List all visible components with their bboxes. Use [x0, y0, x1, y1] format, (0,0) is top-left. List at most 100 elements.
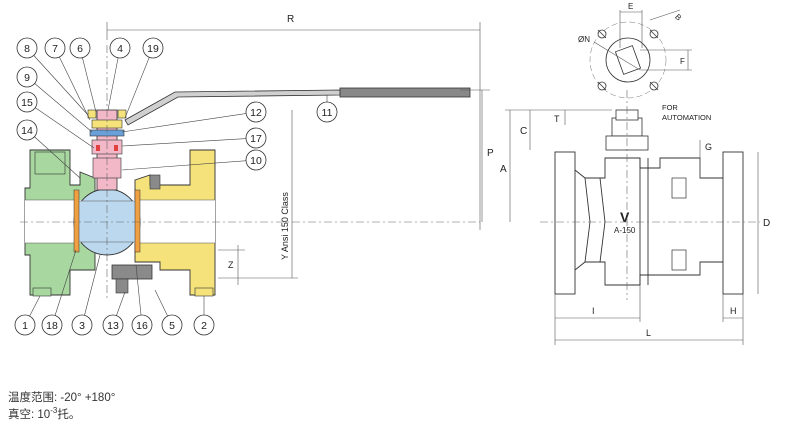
- dim-t: T: [554, 114, 560, 124]
- flange-left: [554, 151, 576, 295]
- sectional-view: [20, 45, 480, 300]
- dims-right: A C T FOR AUTOMATION G D I L H: [500, 103, 770, 345]
- balloon-number: 13: [107, 320, 119, 332]
- dim-e: E: [628, 2, 633, 11]
- callout-balloon-9: 9: [16, 66, 93, 133]
- dim-n: ØN: [578, 35, 590, 44]
- callout-balloon-8: 8: [16, 37, 89, 116]
- callout-balloon-2: 2: [193, 296, 215, 336]
- leader-line: [26, 129, 81, 179]
- vacuum-unit: 托。: [57, 409, 81, 421]
- leader-line: [51, 249, 77, 326]
- valve-rating: A-150: [614, 226, 636, 235]
- dim-l: L: [646, 328, 651, 338]
- balloon-circle: [69, 37, 91, 59]
- balloon-circle: [44, 37, 66, 59]
- leader-line: [79, 47, 97, 113]
- balloon-number: 17: [250, 133, 262, 145]
- seat-right: [134, 189, 141, 253]
- callout-balloon-14: 14: [16, 119, 81, 179]
- balloon-circle: [102, 314, 124, 336]
- vacuum-spec: 真空: 10-3托。: [8, 407, 115, 424]
- leader-line: [26, 101, 95, 149]
- balloon-number: 8: [24, 43, 30, 55]
- callout-balloon-12: 12: [121, 101, 267, 133]
- balloon-number: 9: [24, 72, 30, 84]
- balloon-number: 5: [169, 320, 175, 332]
- callout-balloon-15: 15: [16, 91, 95, 149]
- balloon-number: 12: [250, 107, 262, 119]
- automation-line1: FOR: [662, 103, 678, 112]
- balloon-number: 14: [21, 125, 33, 137]
- dim-h: H: [730, 306, 737, 316]
- balloon-circle: [71, 314, 93, 336]
- dim-r: R: [287, 14, 294, 25]
- leader-line: [124, 47, 154, 119]
- leader-line: [121, 111, 257, 133]
- leader-line: [54, 47, 91, 121]
- callout-balloon-4: 4: [107, 37, 131, 111]
- dim-f: F: [680, 57, 685, 66]
- side-view: V A-150: [540, 90, 760, 300]
- callout-balloon-11: 11: [316, 95, 338, 123]
- balloon-circle: [41, 314, 63, 336]
- temp-label: 温度范围:: [8, 392, 58, 404]
- callout-balloon-17: 17: [121, 127, 267, 149]
- vacuum-label: 真空:: [8, 409, 35, 421]
- balloon-circle: [316, 101, 338, 123]
- vacuum-exp: -3: [50, 406, 58, 416]
- balloon-number: 16: [136, 320, 148, 332]
- spec-notes: 温度范围: -20° +180° 真空: 10-3托。: [8, 390, 115, 424]
- balloon-number: 18: [46, 320, 58, 332]
- handle: [124, 89, 341, 126]
- callout-balloon-5: 5: [154, 289, 183, 336]
- balloon-circle: [16, 66, 38, 88]
- dim-y: Y Ansi 150 Class: [280, 192, 290, 260]
- bottom-bolt: [111, 264, 153, 280]
- leader-line: [107, 47, 121, 111]
- balloon-circle: [14, 314, 36, 336]
- callout-balloon-1: 1: [14, 295, 41, 336]
- balloon-number: 3: [79, 320, 85, 332]
- leader-line: [26, 76, 93, 133]
- valve-logo: V: [620, 209, 630, 225]
- leader-line: [121, 137, 257, 147]
- balloon-circle: [16, 119, 38, 141]
- balloon-number: 10: [250, 155, 262, 167]
- callout-balloon-6: 6: [69, 37, 97, 113]
- balloon-circle: [16, 37, 38, 59]
- callout-balloon-19: 19: [124, 37, 164, 119]
- balloon-circle: [16, 91, 38, 113]
- callout-balloon-7: 7: [44, 37, 91, 121]
- balloon-number: 7: [52, 43, 58, 55]
- leader-line: [81, 254, 101, 326]
- dim-a: A: [500, 164, 507, 175]
- callout-balloon-13: 13: [102, 291, 126, 336]
- balloon-circle: [131, 314, 153, 336]
- dim-d: D: [763, 218, 770, 229]
- callout-balloon-16: 16: [131, 264, 153, 336]
- dim-z: Z: [228, 260, 234, 270]
- automation-line2: AUTOMATION: [662, 113, 711, 122]
- balloon-circle: [161, 314, 183, 336]
- balloon-circle: [193, 314, 215, 336]
- callout-balloon-3: 3: [71, 254, 101, 336]
- balloon-circle: [109, 37, 131, 59]
- balloon-circle: [142, 37, 164, 59]
- dim-p: P: [487, 148, 494, 159]
- callout-balloon-10: 10: [121, 149, 267, 171]
- balloon-number: 2: [201, 320, 207, 332]
- temp-range: 温度范围: -20° +180°: [8, 390, 115, 407]
- balloon-circle: [245, 101, 267, 123]
- leader-line: [26, 47, 89, 116]
- dim-i: I: [592, 306, 595, 316]
- balloon-number: 4: [117, 43, 123, 55]
- dim-g: G: [705, 142, 712, 152]
- balloon-number: 1: [22, 320, 28, 332]
- balloon-number: 6: [77, 43, 83, 55]
- flange-right: [722, 151, 744, 295]
- stem-detail: E B ØN F: [578, 2, 692, 99]
- vacuum-base: 10: [37, 409, 51, 421]
